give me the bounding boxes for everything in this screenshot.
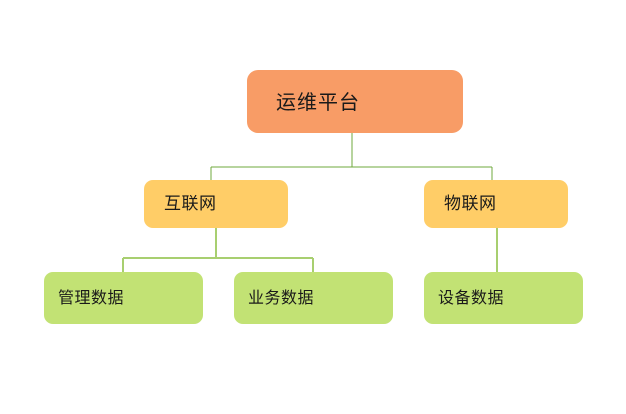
node-biz-data-label: 业务数据: [248, 288, 315, 307]
node-internet-label: 互联网: [164, 193, 217, 214]
node-device-data[interactable]: 设备数据: [424, 272, 583, 324]
node-mgmt-data-label: 管理数据: [58, 288, 125, 307]
edge-root-to-level1: [210, 133, 493, 180]
node-mgmt-data[interactable]: 管理数据: [44, 272, 203, 324]
node-biz-data[interactable]: 业务数据: [234, 272, 393, 324]
node-root-label: 运维平台: [276, 89, 360, 114]
node-root[interactable]: 运维平台: [247, 70, 463, 133]
edge-internet-to-level2: [122, 228, 314, 272]
node-internet[interactable]: 互联网: [144, 180, 288, 228]
node-iot[interactable]: 物联网: [424, 180, 568, 228]
node-device-data-label: 设备数据: [438, 288, 505, 307]
node-iot-label: 物联网: [444, 193, 497, 214]
